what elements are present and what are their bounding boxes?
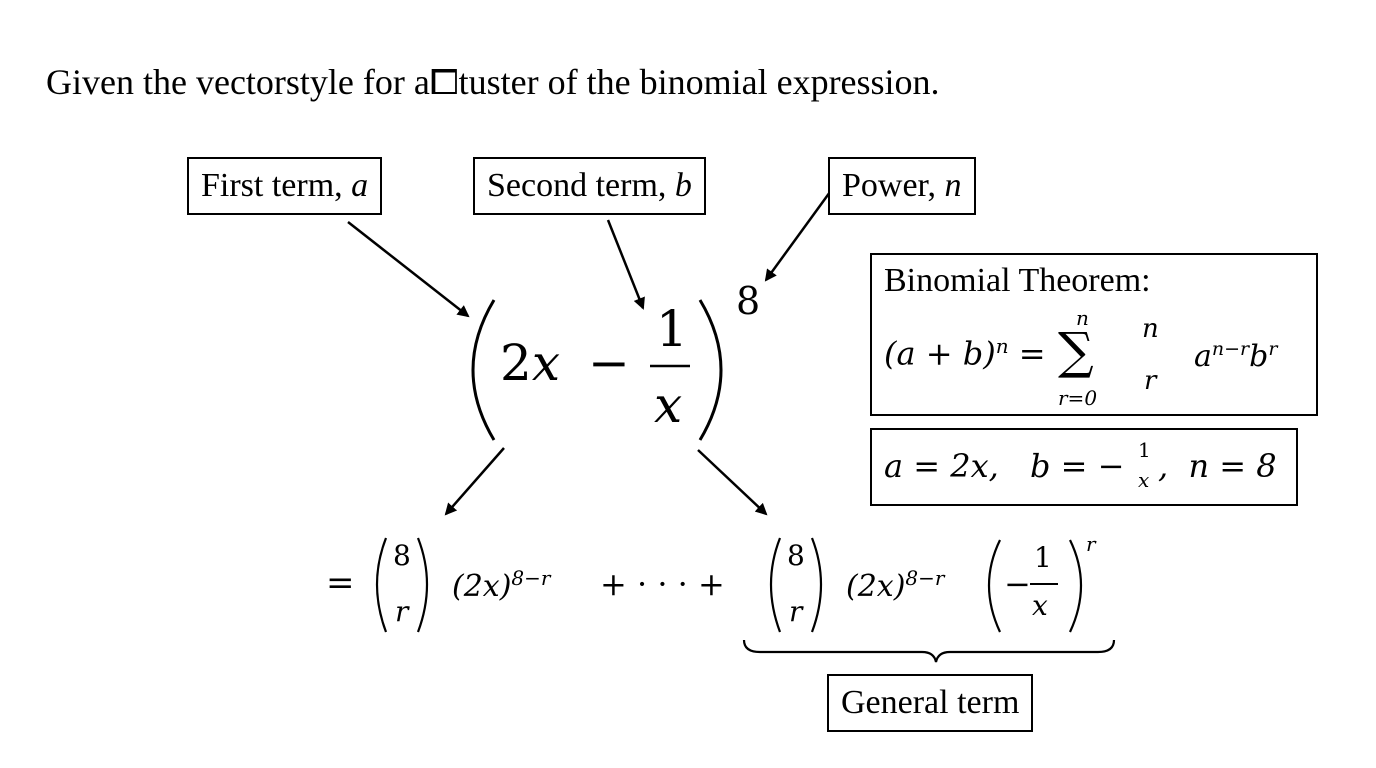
expansion-binom2-bottom: r <box>789 595 803 628</box>
arrow-power <box>764 191 832 282</box>
expansion-term1-exp: 8−r <box>511 566 551 590</box>
arrow-down-right <box>697 449 768 516</box>
values-box <box>870 428 1298 506</box>
main-right-paren <box>698 299 723 441</box>
arrow-down-left <box>444 447 505 516</box>
theorem-binom-top: n <box>1142 314 1159 344</box>
intro-text: Given the vectorstyle for a⧠tuster of th… <box>46 62 940 102</box>
exp-frac-left <box>987 539 1001 633</box>
theorem-lhs: (a + b)n = <box>884 336 1046 370</box>
main-frac-den: x <box>654 376 683 434</box>
expansion-frac-num: 1 <box>1034 541 1052 574</box>
binomial-theorem-box <box>870 253 1318 416</box>
theorem-term-a-exp: n−r <box>1211 338 1250 360</box>
expansion-binom2-top: 8 <box>787 539 805 572</box>
exp-binom1-right <box>416 537 429 633</box>
second-term-var: b <box>674 167 692 204</box>
expansion-term2-exp: 8−r <box>905 566 945 590</box>
expansion-binom1-bottom: r <box>395 595 409 628</box>
values-a: a = 2x, <box>884 447 999 485</box>
theorem-sum-bottom: r=0 <box>1058 386 1098 410</box>
theorem-term-a: a <box>1194 339 1212 374</box>
expansion-dots: + · · · + <box>600 565 725 603</box>
general-term-brace <box>742 639 1116 663</box>
first-term-var: a <box>351 167 369 204</box>
expansion-frac-den: x <box>1032 589 1048 622</box>
exp-binom2-right <box>810 537 823 633</box>
main-left-paren <box>471 299 496 441</box>
main-frac-num: 1 <box>656 300 688 358</box>
theorem-term-b: b <box>1249 339 1269 374</box>
values-n: , n = 8 <box>1158 447 1277 485</box>
power-label: Power, n <box>828 157 976 215</box>
expansion-eq: = <box>326 563 355 603</box>
expansion-term2: (2x)8−r <box>846 568 944 602</box>
expansion-frac-minus: − <box>1004 565 1031 603</box>
theorem-lhs-exp: n <box>995 334 1009 358</box>
main-expression-lead: 2x <box>500 338 560 388</box>
general-term-label: General term <box>827 674 1034 732</box>
power-text: Power, <box>842 167 945 204</box>
main-exponent: 8 <box>736 279 761 323</box>
theorem-term-b-exp: r <box>1268 338 1278 360</box>
expansion-term1-base: (2x) <box>452 569 512 604</box>
main-minus: − <box>588 334 630 392</box>
expansion-binom1-top: 8 <box>393 539 411 572</box>
sigma-icon: ∑ <box>1058 322 1094 380</box>
first-term-text: First term, <box>201 167 352 204</box>
exp-binom1-left <box>375 537 388 633</box>
exp-binom2-left <box>769 537 782 633</box>
expansion-term2-base: (2x) <box>846 569 906 604</box>
main-var: x <box>531 334 561 392</box>
arrow-second-term <box>606 219 645 310</box>
theorem-sum-top: n <box>1076 306 1089 330</box>
power-var: n <box>944 167 962 204</box>
theorem-rhs: an−rbr <box>1194 340 1277 372</box>
theorem-title: Binomial Theorem: <box>884 262 1151 299</box>
values-b-num: 1 <box>1138 438 1151 462</box>
expansion-term1: (2x)8−r <box>452 568 550 602</box>
second-term-text: Second term, <box>487 167 675 204</box>
first-term-label: First term, a <box>187 157 383 215</box>
values-b: b = − <box>1030 447 1125 485</box>
arrow-first-term <box>347 221 470 318</box>
theorem-binom-bottom: r <box>1144 366 1157 396</box>
theorem-lhs-base: (a + b) <box>884 334 996 373</box>
expansion-frac-exp: r <box>1086 532 1096 556</box>
theorem-eq: = <box>1018 334 1046 373</box>
values-b-den: x <box>1138 468 1150 492</box>
exp-frac-right <box>1069 539 1083 633</box>
main-coef: 2 <box>500 334 532 392</box>
second-term-label: Second term, b <box>473 157 706 215</box>
